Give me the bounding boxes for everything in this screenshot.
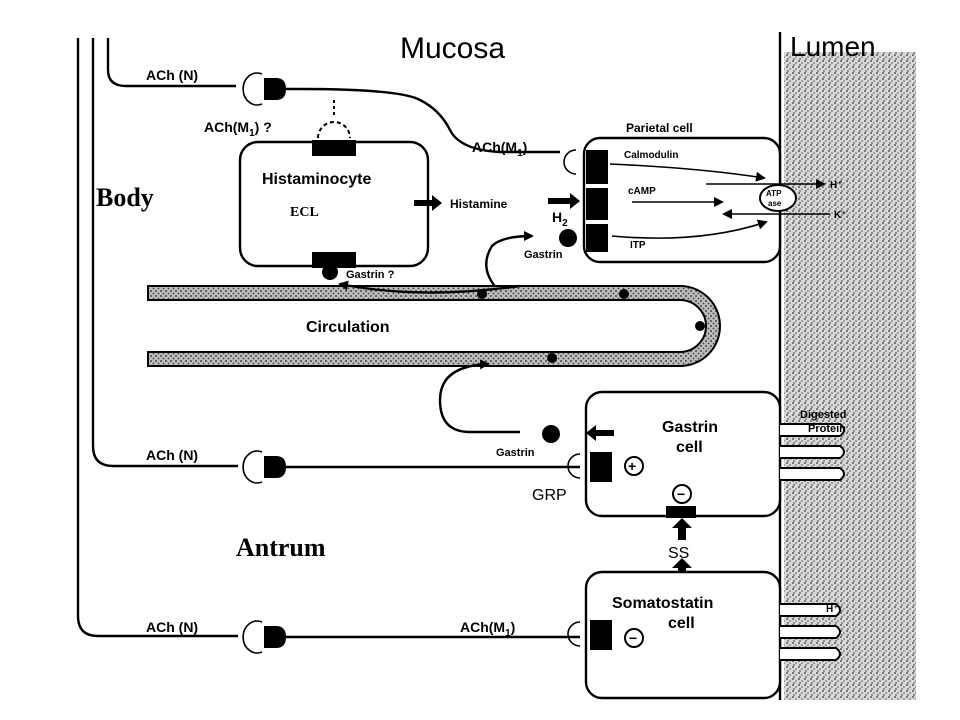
mucosa-label: Mucosa — [400, 32, 505, 65]
atpase-pump — [759, 184, 797, 212]
ecl-label: ECL — [290, 205, 319, 220]
gastrin-release-arrow — [586, 425, 614, 441]
histamine-to-h2-arrow — [548, 193, 580, 209]
gastrin-minus-label: − — [677, 486, 685, 502]
h-plus-antrum-label: H⁺ — [826, 604, 839, 615]
nerve-fiber-middle — [91, 38, 238, 468]
somatostatin-label-1: Somatostatin — [612, 595, 713, 612]
gastrin-plus-label: + — [628, 458, 636, 474]
somato-minus-sign — [624, 628, 644, 648]
digested-protein-label-1: Digested — [800, 409, 846, 421]
ach-m1-parietal-synapse — [563, 149, 577, 175]
itp-pathway — [611, 219, 768, 239]
calmodulin-pathway — [609, 163, 766, 182]
h-plus-label: H⁺ — [830, 180, 843, 191]
nerve-fiber-bottom — [76, 38, 238, 638]
histamine-release-arrow — [414, 195, 442, 211]
ach-n-gastrin-label: ACh (N) — [146, 447, 198, 463]
dashed-receptor-arc — [317, 121, 351, 139]
gastrin-hist-dot — [322, 264, 338, 280]
ach-m1-somato-label: ACh(M1) — [460, 619, 515, 639]
gastrin-cell-label-1: Gastrin — [662, 419, 718, 436]
histaminocyte-cell — [238, 140, 430, 268]
ach-n-gastrin-synapse — [242, 450, 263, 484]
lumen-label: Lumen — [790, 31, 876, 62]
itp-label: ITP — [630, 240, 646, 251]
somato-minus-label: − — [629, 630, 637, 646]
body-region-label: Body — [96, 183, 154, 212]
ss-label: SS — [668, 545, 689, 562]
digested-protein-label-2: Protein — [808, 423, 846, 435]
circulation-label: Circulation — [306, 319, 390, 336]
ach-n-bottom-synapse — [242, 620, 263, 654]
somatostatin-label-2: cell — [668, 615, 695, 632]
camp-label: cAMP — [628, 186, 656, 197]
gastrin-cell-microvilli — [780, 423, 845, 481]
gastrin-q-label: Gastrin ? — [346, 269, 395, 281]
histaminocyte-label: Histaminocyte — [262, 171, 371, 188]
antrum-region-label: Antrum — [236, 533, 326, 562]
histamine-label: Histamine — [450, 197, 508, 211]
ss-arrow-bottom — [672, 558, 692, 580]
k-plus-label: K⁺ — [834, 210, 847, 221]
ach-n-bottom-label: ACh (N) — [146, 619, 198, 635]
gastrin-into-circulation — [438, 359, 520, 434]
lumen-region — [784, 52, 916, 700]
calmodulin-label: Calmodulin — [624, 150, 678, 161]
gastrin-parietal-label: Gastrin — [524, 249, 563, 261]
circulation-to-histaminocyte — [338, 280, 521, 294]
somatostatin-cell-microvilli — [780, 603, 841, 661]
parietal-label: Parietal cell — [626, 121, 693, 135]
ach-m1-somato-synapse — [567, 621, 581, 647]
ach-m1-parietal-label: ACh(M1) — [472, 139, 527, 159]
atp-label: ATP — [766, 189, 782, 198]
gastrin-circulation-to-parietal — [485, 231, 534, 291]
nerve-fiber-top — [106, 38, 236, 88]
ach-n-top-synapse — [242, 72, 263, 106]
grp-label: GRP — [532, 487, 567, 504]
ss-arrow-top — [672, 518, 692, 540]
ach-n-top-label: ACh (N) — [146, 67, 198, 83]
gastrin-out-label: Gastrin — [496, 447, 535, 459]
ach-m1-hist-label: ACh(M1) ? — [204, 119, 272, 139]
gastrin-parietal-dot — [559, 229, 577, 247]
gastrin-out-dot — [542, 425, 560, 443]
somatostatin-cell — [584, 570, 782, 700]
parietal-cell — [582, 136, 782, 264]
circulation-vessel — [147, 285, 721, 367]
gastrin-minus-sign — [672, 484, 692, 504]
gastrin-cell-label-2: cell — [676, 439, 703, 456]
h2-label: H2 — [552, 209, 568, 229]
ach-n-top-axon — [286, 87, 560, 154]
ase-label: ase — [768, 199, 782, 208]
gastrin-plus-sign — [624, 456, 644, 476]
